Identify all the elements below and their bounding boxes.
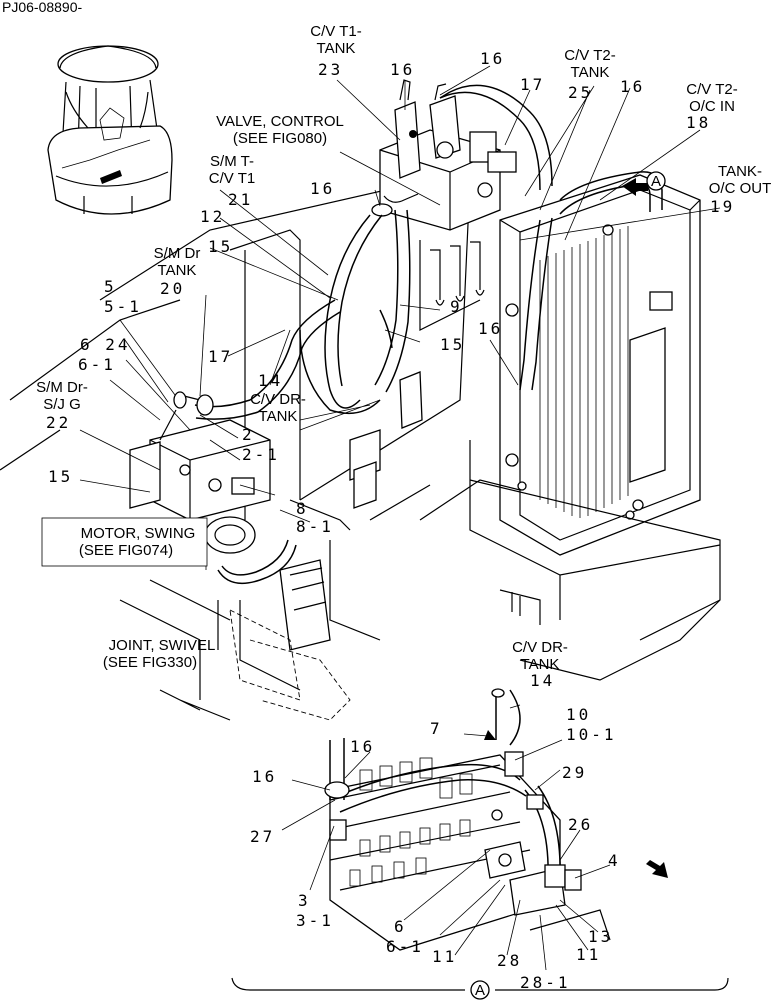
part-number: 3 — [298, 891, 311, 910]
part-number: 28-1 — [520, 973, 571, 992]
part-number: 15 — [208, 237, 233, 256]
leader-lines — [79, 65, 721, 971]
part-number: 16 — [390, 60, 415, 79]
label-cv-t2-oc-in-2: O/C IN — [689, 98, 735, 115]
part-number: 20 — [160, 279, 185, 298]
label-cv-dr-tank-main-1: C/V DR- — [250, 391, 306, 408]
part-number: 29 — [562, 763, 587, 782]
part-number: 10-1 — [566, 725, 617, 744]
part-number: 16 — [480, 49, 505, 68]
part-number: 16 — [310, 179, 335, 198]
callout-labels: C/V T1- TANK C/V T2- TANK C/V T2- O/C IN… — [36, 23, 771, 673]
part-number: 6-1 — [386, 937, 424, 956]
part-number: 13 — [588, 927, 613, 946]
label-sm-t-cv-t1-1: S/M T- — [210, 153, 254, 170]
part-number: 17 — [520, 75, 545, 94]
part-number: 25 — [568, 83, 593, 102]
view-a-label-top: A — [651, 173, 661, 190]
part-number: 14 — [258, 371, 283, 390]
label-motor-swing-2: (SEE FIG074) — [79, 542, 173, 559]
part-number: 11 — [576, 945, 601, 964]
label-sm-t-cv-t1-2: C/V T1 — [209, 170, 255, 187]
part-number: 15 — [48, 467, 73, 486]
label-cv-t1-tank-1: C/V T1- — [310, 23, 361, 40]
part-number: 27 — [250, 827, 275, 846]
part-number: 28 — [497, 951, 522, 970]
part-number: 18 — [686, 113, 711, 132]
part-number: 4 — [608, 851, 621, 870]
swivel-joint — [229, 559, 351, 721]
part-number: 5-1 — [104, 297, 142, 316]
label-cv-t2-tank-1: C/V T2- — [564, 47, 615, 64]
part-number-labels: 23 16 16 17 25 16 18 16 19 21 12 15 20 5… — [46, 49, 735, 992]
part-number: 5 — [104, 277, 117, 296]
part-number: 9 — [450, 297, 463, 316]
part-number: 10 — [566, 705, 591, 724]
part-number: 19 — [710, 197, 735, 216]
label-tank-oc-out-2: O/C OUT — [709, 180, 772, 197]
label-sm-dr-sj-g-2: S/J G — [43, 396, 81, 413]
label-tank-oc-out-1: TANK- — [718, 163, 762, 180]
part-number: 16 — [620, 77, 645, 96]
label-cv-t2-tank-2: TANK — [571, 64, 610, 81]
part-number: 17 — [208, 347, 233, 366]
part-number: 6-1 — [78, 355, 116, 374]
cab-thumbnail — [47, 45, 173, 215]
part-number: 2-1 — [242, 445, 280, 464]
part-number: 14 — [530, 671, 555, 690]
part-number: 16 — [350, 737, 375, 756]
label-cv-dr-tank-detail-1: C/V DR- — [512, 639, 568, 656]
label-cv-dr-tank-main-2: TANK — [259, 408, 298, 425]
part-number: 21 — [228, 190, 253, 209]
part-number: 11 — [432, 947, 457, 966]
control-valve — [371, 79, 517, 231]
label-cv-t1-tank-2: TANK — [317, 40, 356, 57]
view-a-marker-top — [646, 171, 666, 191]
direction-arrow-icon — [646, 860, 668, 878]
part-number: 23 — [318, 60, 343, 79]
label-sm-dr-tank-2: TANK — [158, 262, 197, 279]
part-number: 8 — [296, 499, 309, 518]
document-id: PJ06-08890- — [2, 0, 83, 15]
part-number: 2 — [242, 425, 255, 444]
motor-swing-box — [41, 517, 208, 567]
label-joint-swivel-1: JOINT, SWIVEL — [109, 637, 216, 654]
part-number: 26 — [568, 815, 593, 834]
view-a-label-bottom: A — [475, 982, 485, 999]
part-number: 3-1 — [296, 911, 334, 930]
part-number: 15 — [440, 335, 465, 354]
part-number: 8-1 — [296, 517, 334, 536]
label-joint-swivel-2: (SEE FIG330) — [103, 654, 197, 671]
label-motor-swing-1: MOTOR, SWING — [81, 525, 196, 542]
part-number: 16 — [478, 319, 503, 338]
label-sm-dr-sj-g-1: S/M Dr- — [36, 379, 88, 396]
part-number: 6 — [394, 917, 407, 936]
part-number: 7 — [430, 719, 443, 738]
machine-frame — [0, 169, 721, 721]
detail-view-a — [231, 688, 729, 991]
view-a-arrow-icon — [622, 178, 648, 196]
part-number: 16 — [252, 767, 277, 786]
label-valve-control-2: (SEE FIG080) — [233, 130, 327, 147]
part-number: 22 — [46, 413, 71, 432]
part-number: 6 24 — [80, 335, 131, 354]
view-a-marker-bottom — [470, 980, 490, 1000]
label-cv-dr-tank-detail-2: TANK — [521, 656, 560, 673]
label-valve-control-1: VALVE, CONTROL — [216, 113, 344, 130]
label-cv-t2-oc-in-1: C/V T2- — [686, 81, 737, 98]
part-number: 12 — [200, 207, 225, 226]
label-sm-dr-tank-1: S/M Dr — [154, 245, 201, 262]
